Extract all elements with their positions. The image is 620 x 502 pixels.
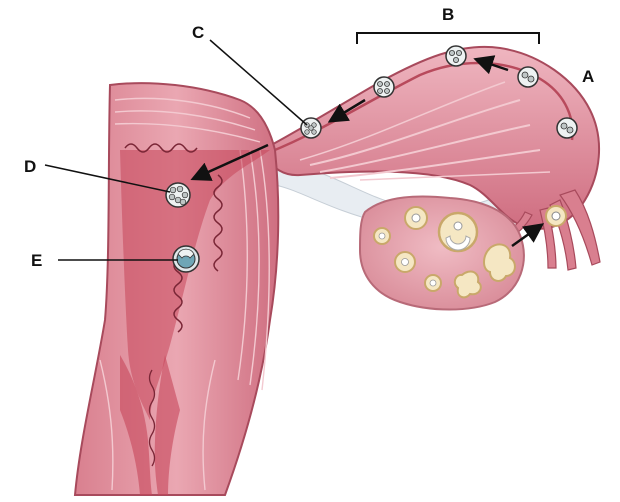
ruptured-follicle — [483, 243, 516, 282]
ovary — [358, 195, 525, 311]
blastocyst-icon — [172, 245, 200, 273]
arrow-icon — [190, 143, 269, 181]
label-c: C — [192, 23, 204, 42]
follicle-icon — [404, 206, 428, 230]
follicle-icon — [424, 274, 442, 292]
corpus-luteum — [453, 270, 482, 299]
bracket-b — [356, 32, 540, 44]
leader-line-c — [209, 39, 308, 126]
cell-cleavage-icon — [556, 117, 578, 139]
follicle-icon — [373, 227, 391, 245]
cell-cleavage-icon — [517, 66, 539, 88]
label-a: A — [582, 67, 594, 86]
cell-cleavage-icon — [300, 117, 322, 139]
cell-cleavage-icon — [373, 76, 395, 98]
leader-line-d — [44, 164, 171, 193]
follicle-icon — [437, 211, 479, 253]
arrow-icon — [327, 98, 366, 123]
oocyte-icon — [545, 205, 567, 227]
label-b: B — [442, 5, 454, 24]
oviduct — [260, 45, 601, 230]
cell-cleavage-icon — [445, 45, 467, 67]
arrow-icon — [473, 55, 509, 75]
uterus — [73, 82, 280, 496]
transport-arrows — [190, 55, 509, 181]
ovulation-arrow-icon — [511, 223, 545, 248]
label-e: E — [31, 251, 42, 270]
follicle-icon — [394, 251, 416, 273]
morula-icon — [165, 182, 191, 208]
label-d: D — [24, 157, 36, 176]
